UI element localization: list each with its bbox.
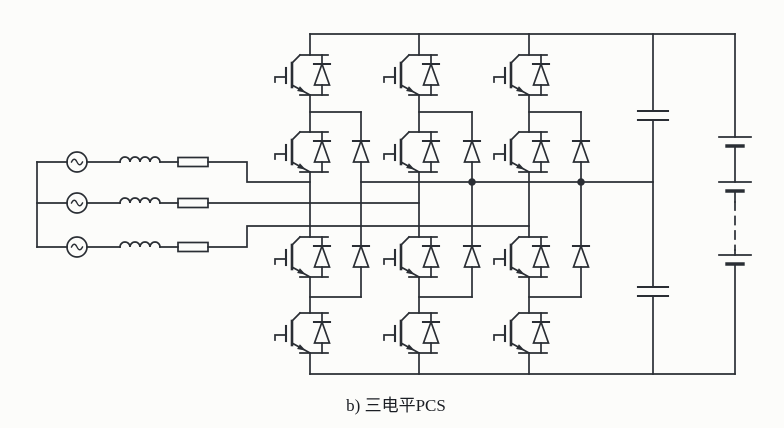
resistor-icon: [177, 197, 209, 209]
battery-cell-icon: [717, 253, 753, 266]
igbt-module-icon: [273, 53, 332, 97]
ac-source-icon: [66, 236, 88, 258]
clamp-junction-links: [309, 111, 582, 298]
igbt-module-icon: [273, 235, 332, 279]
ac-source-icon: [66, 192, 88, 214]
igbt-module-icon: [492, 130, 551, 174]
igbt-module-icon: [382, 130, 441, 174]
inductor-icon: [119, 197, 161, 204]
dc-rails: [309, 33, 736, 375]
npc-leg-3: [492, 53, 591, 355]
clamp-diode-icon: [462, 139, 482, 164]
resistor-icon: [177, 241, 209, 253]
phase-a-wire: [36, 161, 311, 183]
ac-side: [66, 151, 209, 258]
inductor-icon: [119, 241, 161, 248]
npc-leg-2: [382, 53, 482, 355]
battery-cell-icon: [717, 135, 753, 148]
inductor-icon: [119, 156, 161, 163]
junction-dot: [468, 178, 476, 186]
clamp-diode-icon: [571, 139, 591, 164]
igbt-module-icon: [273, 130, 332, 174]
wires: [36, 33, 736, 375]
igbt-module-icon: [492, 53, 551, 97]
resistor-icon: [177, 156, 209, 168]
clamp-diode-icon: [351, 139, 371, 164]
igbt-module-icon: [492, 311, 551, 355]
figure-caption: b) 三电平PCS: [346, 396, 446, 415]
clamp-diode-icon: [351, 244, 371, 269]
ac-source-icon: [66, 151, 88, 173]
capacitor-icon: [636, 109, 670, 122]
igbt-module-icon: [382, 53, 441, 97]
clamp-diode-icon: [571, 244, 591, 269]
igbt-module-icon: [382, 235, 441, 279]
clamp-diode-icon: [462, 244, 482, 269]
battery-cell-icon: [717, 180, 753, 193]
dc-side: [636, 109, 753, 298]
igbt-module-icon: [492, 235, 551, 279]
capacitor-icon: [636, 285, 670, 298]
npc-leg-1: [273, 53, 371, 355]
phase-c-wire: [36, 225, 530, 248]
igbt-module-icon: [382, 311, 441, 355]
junction-dot: [577, 178, 585, 186]
igbt-module-icon: [273, 311, 332, 355]
